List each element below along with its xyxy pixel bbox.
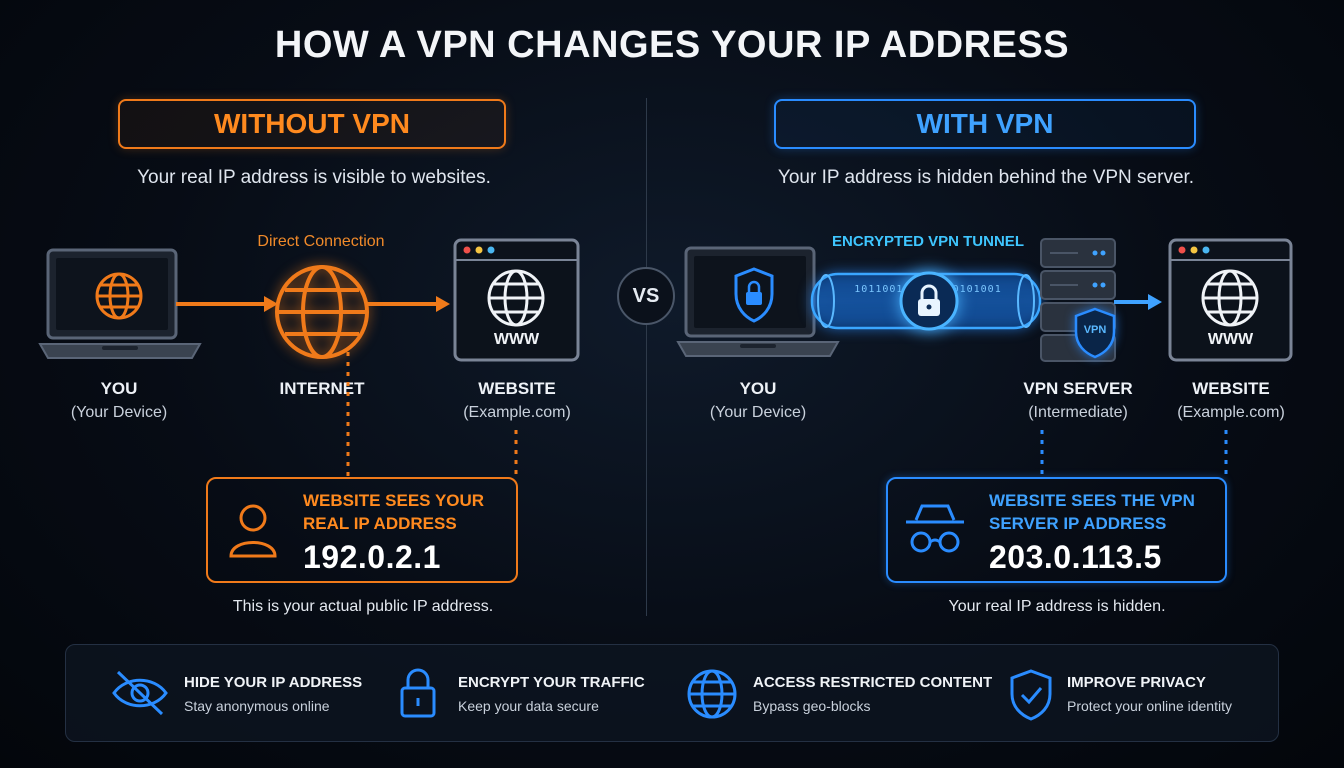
user-icon [229,504,277,558]
benefit-subtitle: Bypass geo-blocks [753,698,871,714]
benefit-title: HIDE YOUR IP ADDRESS [184,674,363,691]
direct-connection-label: Direct Connection [257,233,385,250]
real-ip-value: 192.0.2.1 [303,539,441,575]
page-title: HOW A VPN CHANGES YOUR IP ADDRESS [274,24,1070,66]
tunnel-bits: 101100101 0110101001 [854,284,1002,295]
laptop-icon [38,248,202,359]
vpn-server-sub-label: (Intermediate) [1028,404,1128,421]
dotted-connectors [346,352,518,476]
website-label: WEBSITE [1192,379,1270,398]
benefit-subtitle: Protect your online identity [1067,698,1232,714]
without-vpn-subtitle: Your real IP address is visible to websi… [137,167,491,188]
website-label: WEBSITE [478,379,556,398]
left-note: This is your actual public IP address. [232,598,494,615]
vpn-shield-label: VPN [1083,324,1107,336]
globe-icon [687,669,737,719]
real-ip-box [206,477,518,583]
benefit-title: ENCRYPT YOUR TRAFFIC [458,674,645,691]
benefit-title: ACCESS RESTRICTED CONTENT [753,674,993,691]
you-label: YOU [739,379,777,398]
benefit-subtitle: Stay anonymous online [184,698,330,714]
www-label: WWW [1207,331,1254,348]
website-window-icon [1168,238,1293,362]
right-note: Your real IP address is hidden. [948,598,1166,615]
www-label: WWW [493,331,540,348]
incognito-icon [906,504,964,553]
tunnel-label: ENCRYPTED VPN TUNNEL [832,233,1024,250]
vpn-shield-icon [1074,307,1116,359]
internet-label: INTERNET [279,379,365,398]
vpn-ip-value: 203.0.113.5 [989,539,1162,575]
internet-globe-icon [275,265,369,359]
benefits-bar [65,644,1279,742]
vs-badge: VS [617,267,675,325]
without-vpn-header: WITHOUT VPN [118,99,506,149]
website-sub-label: (Example.com) [463,404,571,421]
website-sub-label: (Example.com) [1177,404,1285,421]
lock-icon [400,668,436,718]
real-ip-caption: WEBSITE SEES YOUR REAL IP ADDRESS [303,491,485,533]
dotted-connectors [1040,430,1228,474]
you-sub-label: (Your Device) [70,404,168,421]
eye-slash-icon [112,670,168,716]
lock-icon [899,271,959,331]
center-divider [646,98,647,616]
shield-check-icon [1010,669,1052,721]
vpn-ip-caption: WEBSITE SEES THE VPN SERVER IP ADDRESS [989,491,1195,533]
you-label: YOU [100,379,138,398]
website-window-icon [453,238,580,362]
vpn-ip-box [886,477,1227,583]
you-sub-label: (Your Device) [709,404,807,421]
connection-arrows [176,296,450,312]
benefit-subtitle: Keep your data secure [458,698,599,714]
shield-lock-icon [734,267,774,323]
globe-icon [95,272,143,320]
with-vpn-header: WITH VPN [774,99,1196,149]
server-to-website-arrow [1114,294,1162,310]
vpn-server-label: VPN SERVER [1023,379,1133,398]
with-vpn-subtitle: Your IP address is hidden behind the VPN… [777,167,1195,188]
benefit-title: IMPROVE PRIVACY [1067,674,1206,691]
